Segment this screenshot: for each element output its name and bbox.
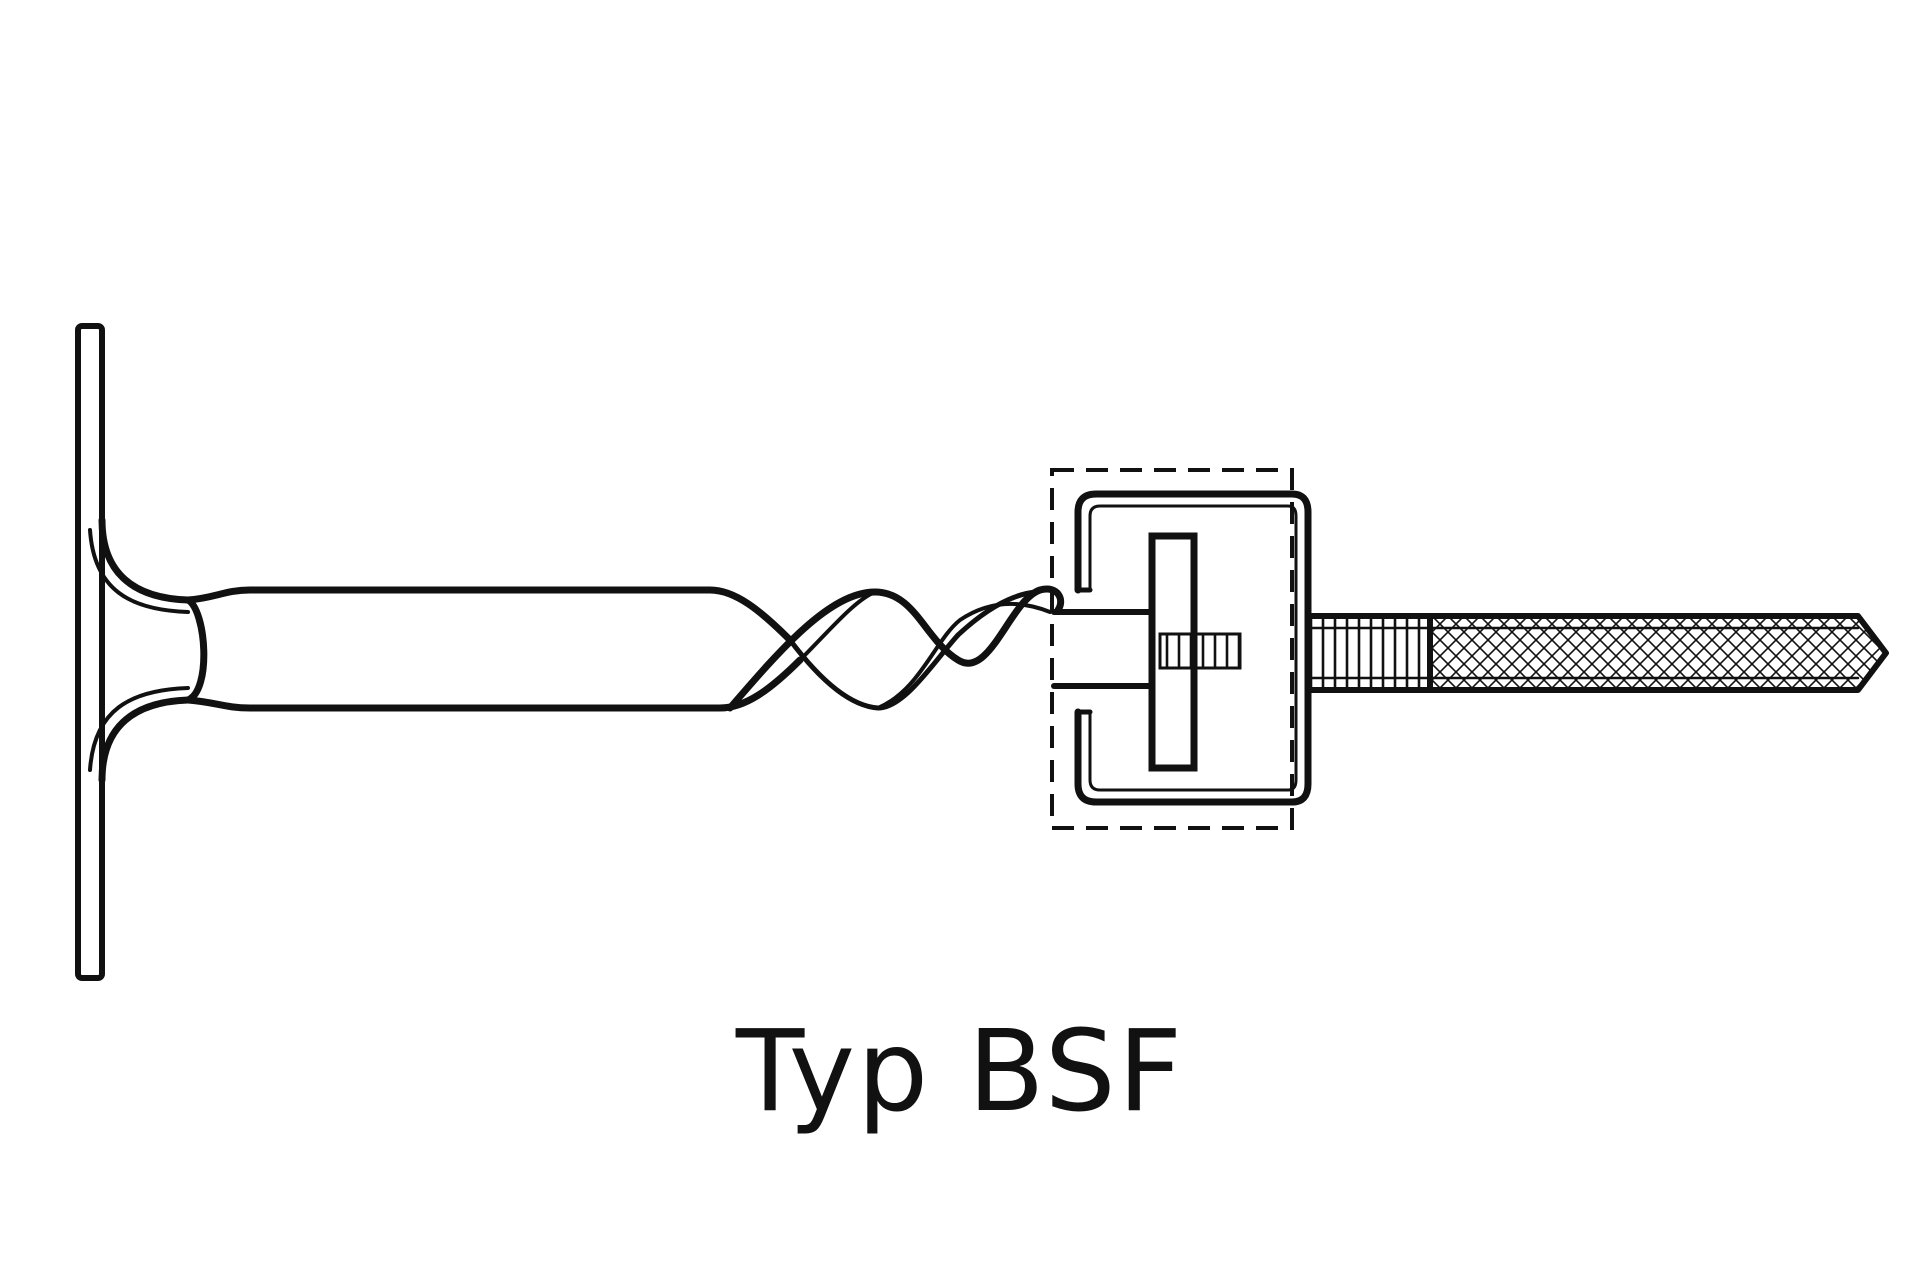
flange-bend-bottom-outer bbox=[98, 696, 192, 784]
clip-inner-frame bbox=[1088, 504, 1298, 792]
flange-bend-top-outer bbox=[98, 516, 192, 604]
ink-group bbox=[75, 323, 1889, 981]
twist-strand-c bbox=[876, 601, 1052, 710]
dashed-outline bbox=[1050, 468, 1294, 830]
retaining-clip bbox=[1074, 490, 1312, 806]
twisted-section bbox=[726, 585, 1065, 712]
anchor-flange bbox=[75, 323, 208, 981]
twist-strand-a bbox=[726, 585, 1065, 712]
diagram-caption: Typ BSF bbox=[735, 1007, 1185, 1137]
shank-top-edge bbox=[184, 586, 794, 644]
flange-bend-bottom-inner bbox=[88, 686, 190, 772]
twist-strand-d bbox=[798, 590, 877, 662]
flange-plate bbox=[75, 323, 105, 981]
inner-screw-thread bbox=[1158, 632, 1242, 670]
flange-bend-top-inner bbox=[88, 528, 190, 614]
flat-shank bbox=[184, 586, 804, 712]
flange-neck bbox=[184, 596, 208, 704]
threaded-rod bbox=[1305, 613, 1889, 693]
shank-bottom-edge bbox=[184, 656, 804, 712]
clip-rods bbox=[1051, 609, 1158, 689]
